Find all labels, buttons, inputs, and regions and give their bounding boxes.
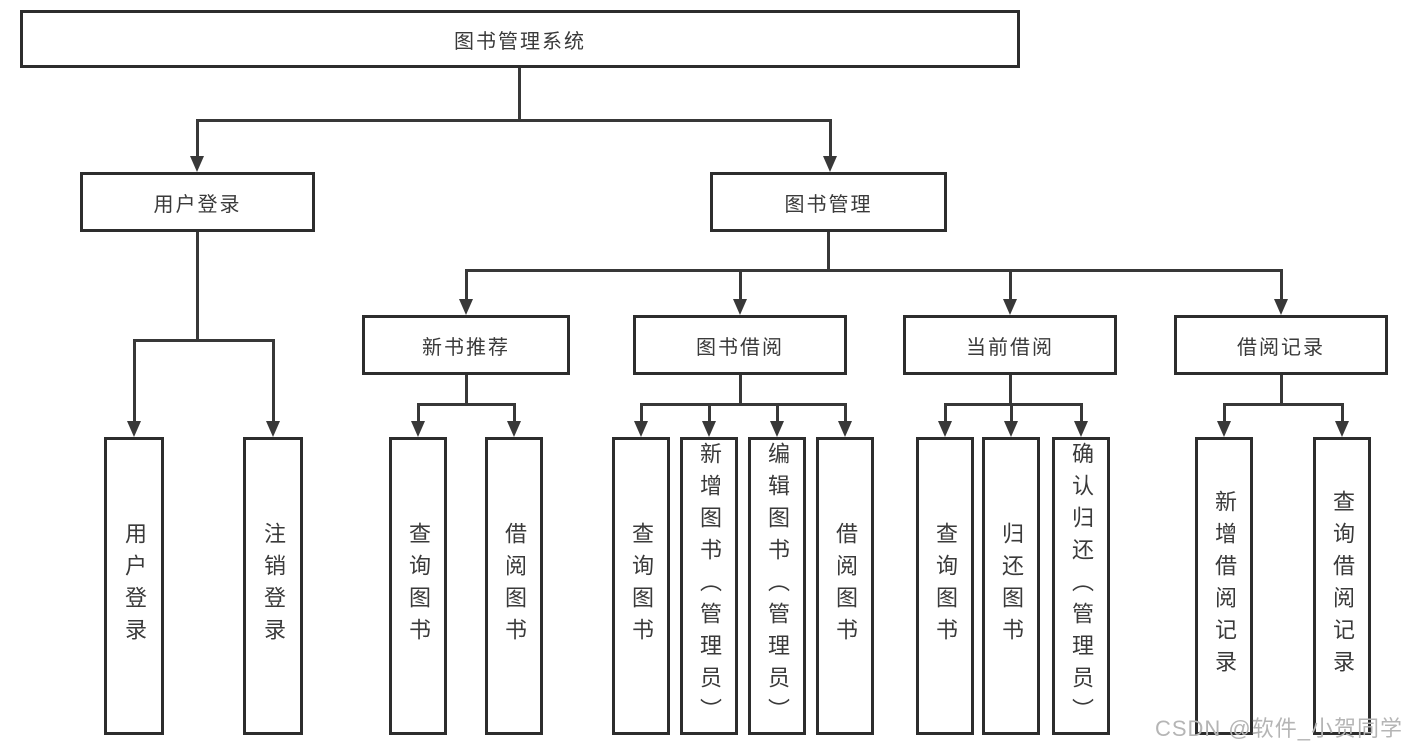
connector-new-book-stem bbox=[465, 375, 468, 406]
connector-drop-book-borrow bbox=[739, 269, 742, 299]
connector-drop-logout-leaf bbox=[272, 339, 275, 421]
connector-drop-login-leaf bbox=[133, 339, 136, 421]
leaf-label: 确认归还（管理员） bbox=[1069, 442, 1094, 730]
connector-user-login-stem bbox=[196, 232, 199, 342]
arrow-down-icon bbox=[838, 421, 852, 437]
connector-level2-bar bbox=[196, 119, 832, 122]
node-new-book-recommendation: 新书推荐 bbox=[362, 315, 570, 375]
leaf-label: 用户登录 bbox=[122, 522, 147, 650]
arrow-down-icon bbox=[266, 421, 280, 437]
arrow-down-icon bbox=[507, 421, 521, 437]
leaf-label: 查询图书 bbox=[406, 522, 431, 650]
arrow-down-icon bbox=[938, 421, 952, 437]
connector-drop bbox=[640, 403, 643, 421]
node-borrowing-records: 借阅记录 bbox=[1174, 315, 1388, 375]
connector-borrow-records-stem bbox=[1280, 375, 1283, 406]
connector-borrow-records-bar bbox=[1223, 403, 1343, 406]
node-current-borrowing: 当前借阅 bbox=[903, 315, 1117, 375]
arrow-down-icon bbox=[1274, 299, 1288, 315]
arrow-down-icon bbox=[702, 421, 716, 437]
connector-user-login-bar bbox=[133, 339, 275, 342]
connector-drop bbox=[1010, 403, 1013, 421]
leaf-label: 新增图书（管理员） bbox=[697, 442, 722, 730]
arrow-down-icon bbox=[634, 421, 648, 437]
node-borrow-books-borrowing: 借阅图书 bbox=[816, 437, 874, 735]
arrow-down-icon bbox=[127, 421, 141, 437]
node-add-books-admin: 新增图书（管理员） bbox=[680, 437, 738, 735]
node-query-books-current: 查询图书 bbox=[916, 437, 974, 735]
watermark-text: CSDN @软件_小贺同学 bbox=[1154, 716, 1403, 741]
leaf-label: 新增借阅记录 bbox=[1212, 490, 1237, 682]
arrow-down-icon bbox=[190, 156, 204, 172]
connector-book-borrow-bar bbox=[640, 403, 846, 406]
connector-drop-book-management bbox=[829, 119, 832, 158]
arrow-down-icon bbox=[733, 299, 747, 315]
leaf-label: 编辑图书（管理员） bbox=[765, 442, 790, 730]
arrow-down-icon bbox=[1217, 421, 1231, 437]
node-user-login: 用户登录 bbox=[80, 172, 315, 232]
node-book-management: 图书管理 bbox=[710, 172, 947, 232]
leaf-label: 注销登录 bbox=[261, 522, 286, 650]
arrow-down-icon bbox=[1335, 421, 1349, 437]
node-library-management-system: 图书管理系统 bbox=[20, 10, 1020, 68]
connector-drop bbox=[1080, 403, 1083, 421]
arrow-down-icon bbox=[1004, 421, 1018, 437]
connector-drop bbox=[708, 403, 711, 421]
node-query-books-borrowing: 查询图书 bbox=[612, 437, 670, 735]
connector-drop bbox=[776, 403, 779, 421]
connector-drop-new-book bbox=[465, 269, 468, 299]
connector-current-borrow-bar bbox=[944, 403, 1082, 406]
node-confirm-return-admin: 确认归还（管理员） bbox=[1052, 437, 1110, 735]
connector-root-stem bbox=[518, 68, 521, 121]
leaf-label: 查询图书 bbox=[629, 522, 654, 650]
node-query-books-recommend: 查询图书 bbox=[389, 437, 447, 735]
connector-drop bbox=[844, 403, 847, 421]
node-borrow-books-recommend: 借阅图书 bbox=[485, 437, 543, 735]
leaf-label: 归还图书 bbox=[999, 522, 1024, 650]
connector-new-book-bar bbox=[417, 403, 516, 406]
leaf-label: 查询借阅记录 bbox=[1330, 490, 1355, 682]
arrow-down-icon bbox=[1003, 299, 1017, 315]
connector-book-borrow-stem bbox=[739, 375, 742, 406]
leaf-label: 借阅图书 bbox=[502, 522, 527, 650]
node-add-borrow-record: 新增借阅记录 bbox=[1195, 437, 1253, 735]
node-edit-books-admin: 编辑图书（管理员） bbox=[748, 437, 806, 735]
connector-drop bbox=[1223, 403, 1226, 421]
arrow-down-icon bbox=[823, 156, 837, 172]
connector-book-management-stem bbox=[827, 232, 830, 272]
node-book-borrowing: 图书借阅 bbox=[633, 315, 847, 375]
arrow-down-icon bbox=[411, 421, 425, 437]
node-return-books: 归还图书 bbox=[982, 437, 1040, 735]
connector-drop-current-borrow bbox=[1009, 269, 1012, 299]
connector-drop bbox=[944, 403, 947, 421]
connector-drop bbox=[513, 403, 516, 421]
connector-drop bbox=[1341, 403, 1344, 421]
connector-level3-bar bbox=[465, 269, 1283, 272]
node-query-borrow-record: 查询借阅记录 bbox=[1313, 437, 1371, 735]
arrow-down-icon bbox=[770, 421, 784, 437]
leaf-label: 借阅图书 bbox=[833, 522, 858, 650]
connector-drop-user-login bbox=[196, 119, 199, 158]
connector-drop bbox=[417, 403, 420, 421]
connector-current-borrow-stem bbox=[1009, 375, 1012, 406]
node-user-login-leaf: 用户登录 bbox=[104, 437, 164, 735]
connector-drop-borrow-records bbox=[1280, 269, 1283, 299]
arrow-down-icon bbox=[459, 299, 473, 315]
leaf-label: 查询图书 bbox=[933, 522, 958, 650]
arrow-down-icon bbox=[1074, 421, 1088, 437]
node-logout: 注销登录 bbox=[243, 437, 303, 735]
